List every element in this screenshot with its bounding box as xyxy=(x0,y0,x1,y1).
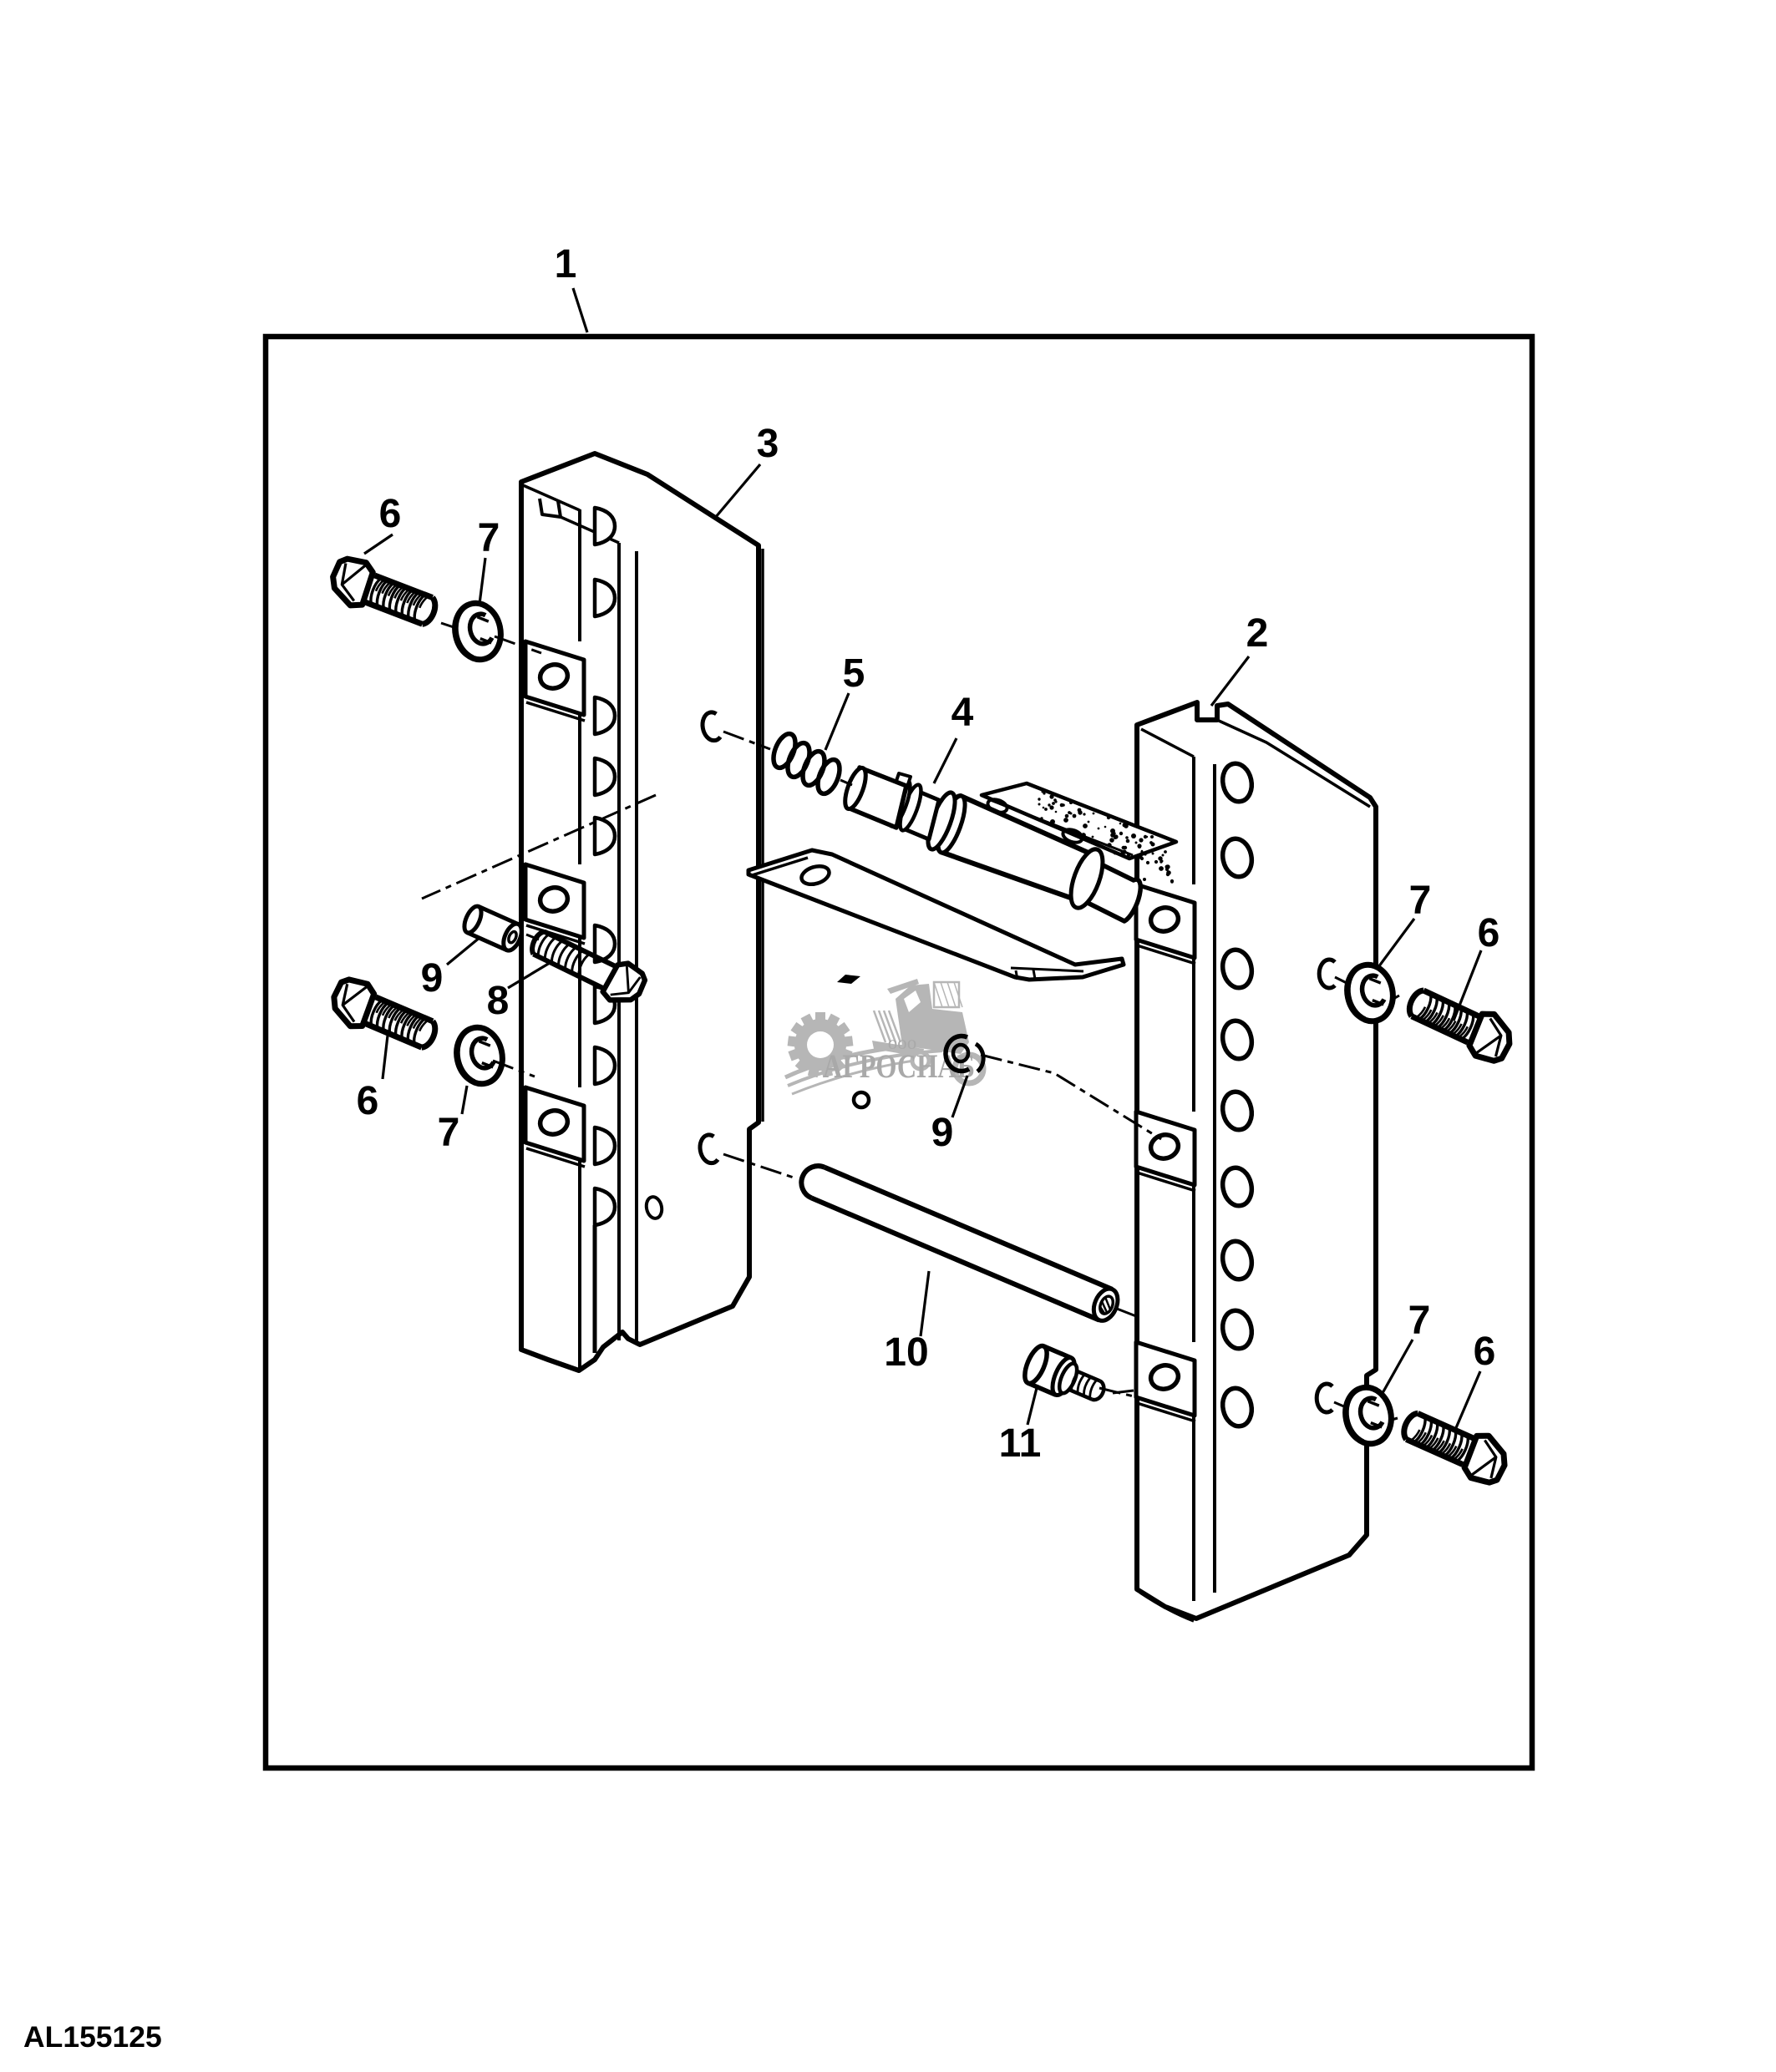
svg-text:7: 7 xyxy=(438,1111,460,1155)
svg-text:9: 9 xyxy=(421,956,444,1001)
svg-text:7: 7 xyxy=(478,516,500,560)
svg-text:ооо: ооо xyxy=(888,1032,917,1053)
svg-text:7: 7 xyxy=(1409,879,1432,923)
svg-text:6: 6 xyxy=(379,492,402,536)
svg-text:3: 3 xyxy=(757,422,779,466)
svg-text:2: 2 xyxy=(1246,611,1269,656)
svg-text:1: 1 xyxy=(555,242,577,286)
svg-text:5: 5 xyxy=(843,651,865,696)
svg-text:11: 11 xyxy=(999,1421,1042,1466)
svg-text:10: 10 xyxy=(884,1330,928,1375)
svg-text:6: 6 xyxy=(357,1079,379,1123)
svg-text:4: 4 xyxy=(951,691,974,735)
svg-text:7: 7 xyxy=(1408,1299,1431,1343)
svg-text:AL155125: AL155125 xyxy=(23,2020,162,2054)
svg-text:9: 9 xyxy=(931,1111,954,1155)
svg-text:6: 6 xyxy=(1478,911,1500,955)
svg-text:6: 6 xyxy=(1474,1330,1496,1374)
svg-text:8: 8 xyxy=(487,979,510,1023)
